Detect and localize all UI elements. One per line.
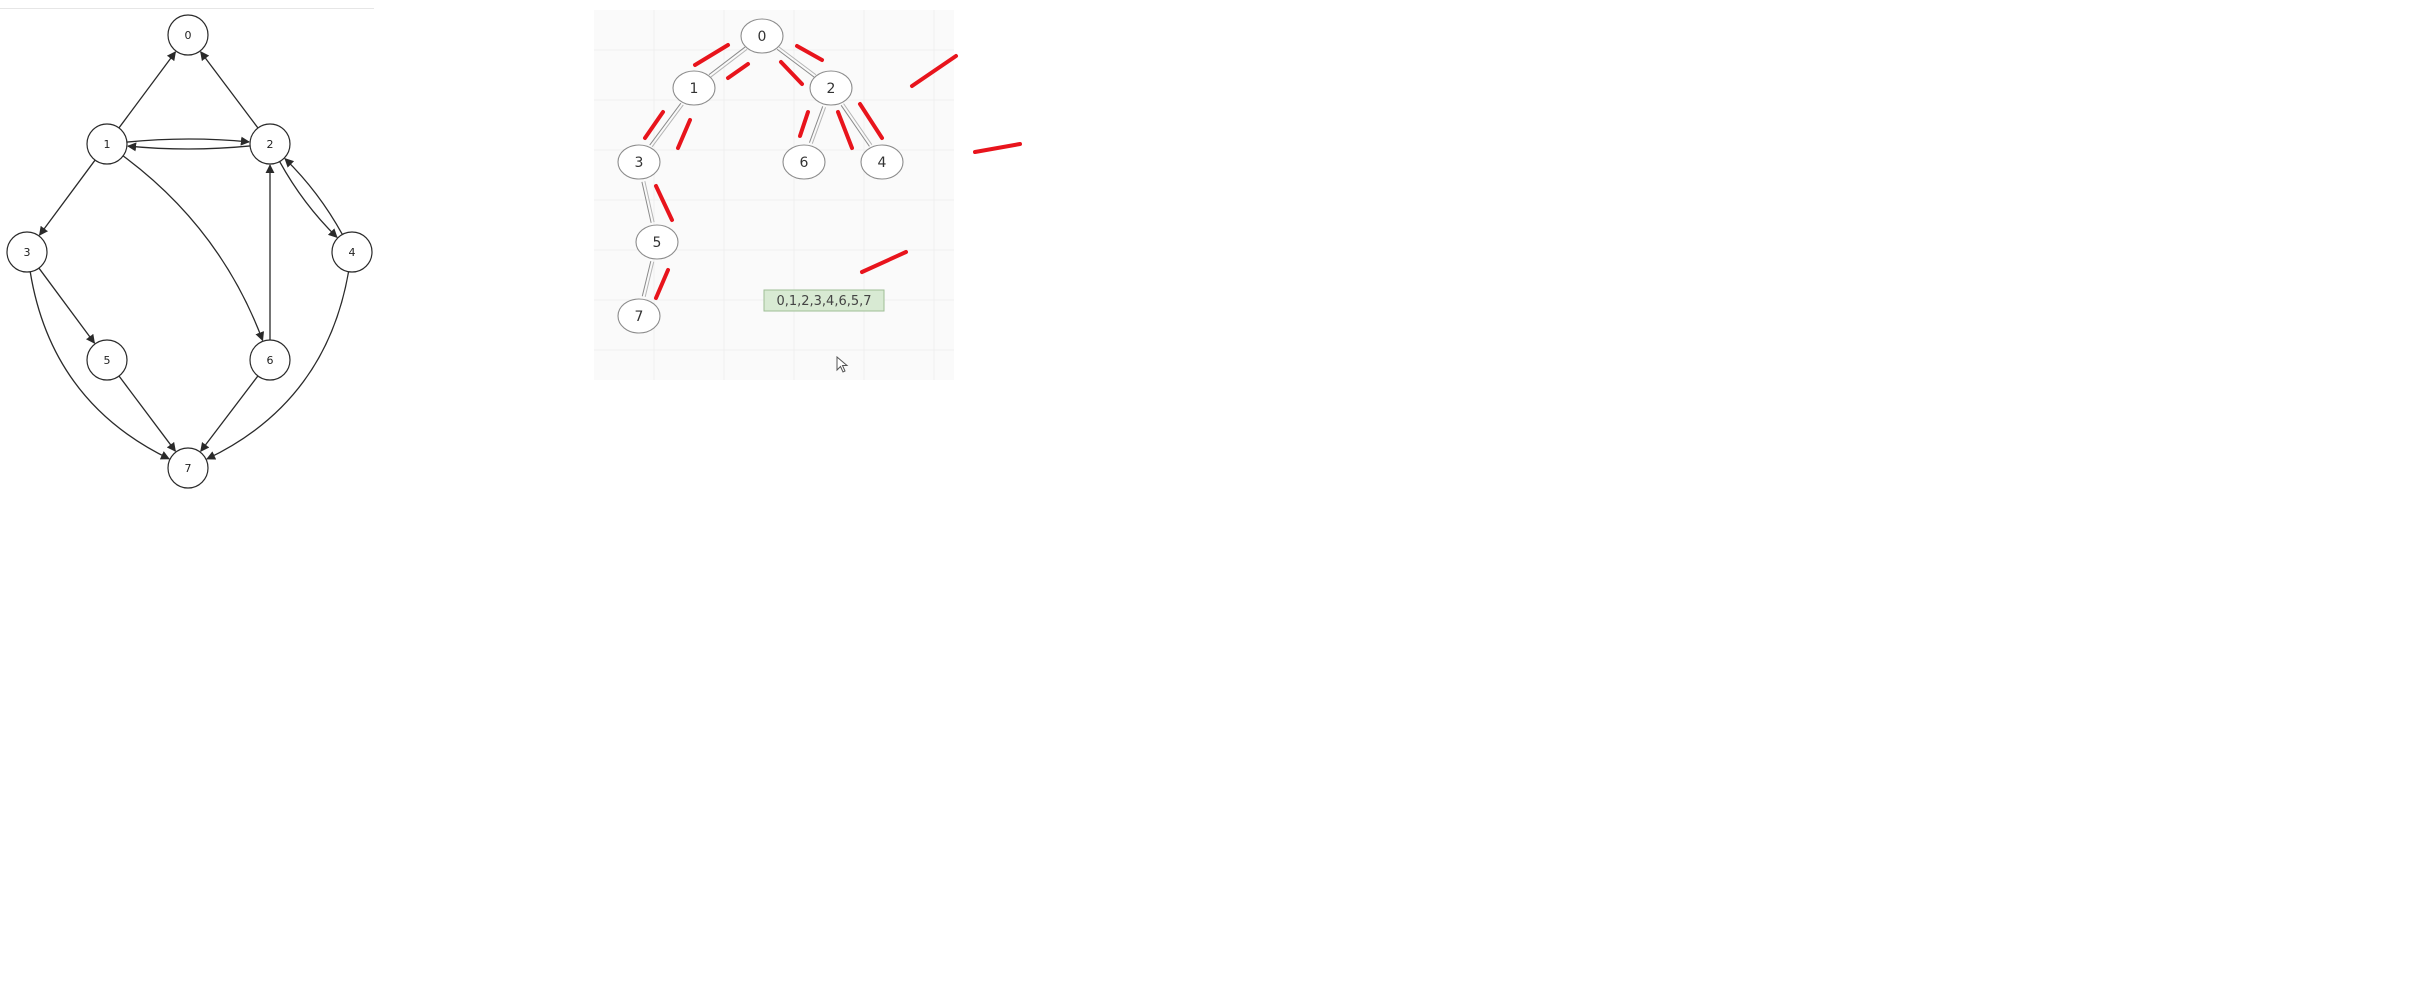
top-divider [0,8,374,9]
tree-node-label: 4 [878,155,887,171]
graph-node-0: 0 [167,14,209,56]
tree-node-4: 4 [860,144,904,180]
graph-edge-5-to-7 [118,375,176,452]
graph-node-circle [249,123,291,165]
tree-node-circle [617,144,661,180]
graph-node-6: 6 [249,339,291,381]
graph-node-label: 4 [349,246,356,259]
graph-edge-2-to-1 [126,142,251,152]
tree-node-label: 2 [827,81,836,97]
mouse-pointer-icon [836,356,849,373]
result-text: 0,1,2,3,4,6,5,7 [776,294,871,309]
graph-edge-1-to-3 [38,159,96,236]
graph-node-2: 2 [249,123,291,165]
tree-edge-2-to-6 [811,107,827,144]
graph-node-circle [6,231,48,273]
graph-node-label: 6 [267,354,274,367]
graph-node-circle [167,14,209,56]
tree-node-3: 3 [617,144,661,180]
graph-node-label: 0 [185,29,192,42]
tree-node-circle [860,144,904,180]
result-box: 0,1,2,3,4,6,5,7 [763,289,885,312]
graph-node-circle [86,339,128,381]
graph-node-4: 4 [331,231,373,273]
graph-edge-2-to-0 [200,51,259,129]
tree-node-label: 1 [690,81,699,97]
tree-node-2: 2 [809,70,853,106]
graph-edge-1-to-6 [122,155,265,342]
graph-edge-2-to-4 [279,161,338,238]
graph-node-circle [86,123,128,165]
graph-edge-4-to-7 [206,271,350,460]
graph-edge-6-to-7 [200,375,259,452]
graph-edge-4-to-2 [284,158,343,235]
tree-node-7: 7 [617,298,661,334]
annotation-stroke [973,142,1022,154]
graph-edge-1-to-0 [118,51,177,129]
graph-node-7: 7 [167,447,209,489]
graph-edge-1-to-2 [126,136,251,146]
graph-node-label: 7 [185,462,192,475]
tree-node-0: 0 [740,18,784,54]
traversal-tree-panel: 0 1 2 3 6 4 5 7 0,1,2,3,4,6,5,7 [594,10,954,380]
tree-edge-3-to-5 [644,181,655,223]
tree-node-circle [740,18,784,54]
tree-edge-3-to-5 [641,181,652,223]
directed-graph: 0 1 2 3 4 5 6 7 [6,14,373,489]
graph-node-circle [249,339,291,381]
tree-node-1: 1 [672,70,716,106]
tree-node-circle [635,224,679,260]
tree-node-circle [672,70,716,106]
tree-edge-2-to-6 [808,106,824,143]
graph-node-3: 3 [6,231,48,273]
graph-node-5: 5 [86,339,128,381]
graph-node-circle [331,231,373,273]
tree-edge-5-to-7 [641,260,652,297]
graph-node-label: 5 [104,354,111,367]
graph-node-circle [167,447,209,489]
graph-node-1: 1 [86,123,128,165]
tree-node-label: 6 [800,155,809,171]
tree-node-6: 6 [782,144,826,180]
tree-node-label: 5 [653,235,662,251]
graph-node-label: 2 [267,138,274,151]
tree-node-label: 3 [635,155,644,171]
tree-node-5: 5 [635,224,679,260]
tree-edge-5-to-7 [644,261,655,298]
tree-node-circle [782,144,826,180]
tree-node-circle [617,298,661,334]
graph-edge-3-to-5 [38,267,96,344]
tree-node-circle [809,70,853,106]
tree-node-label: 7 [635,309,644,325]
graph-node-label: 1 [104,138,111,151]
tree-node-label: 0 [758,29,767,45]
graph-node-label: 3 [24,246,31,259]
graph-edge-3-to-7 [29,271,170,460]
